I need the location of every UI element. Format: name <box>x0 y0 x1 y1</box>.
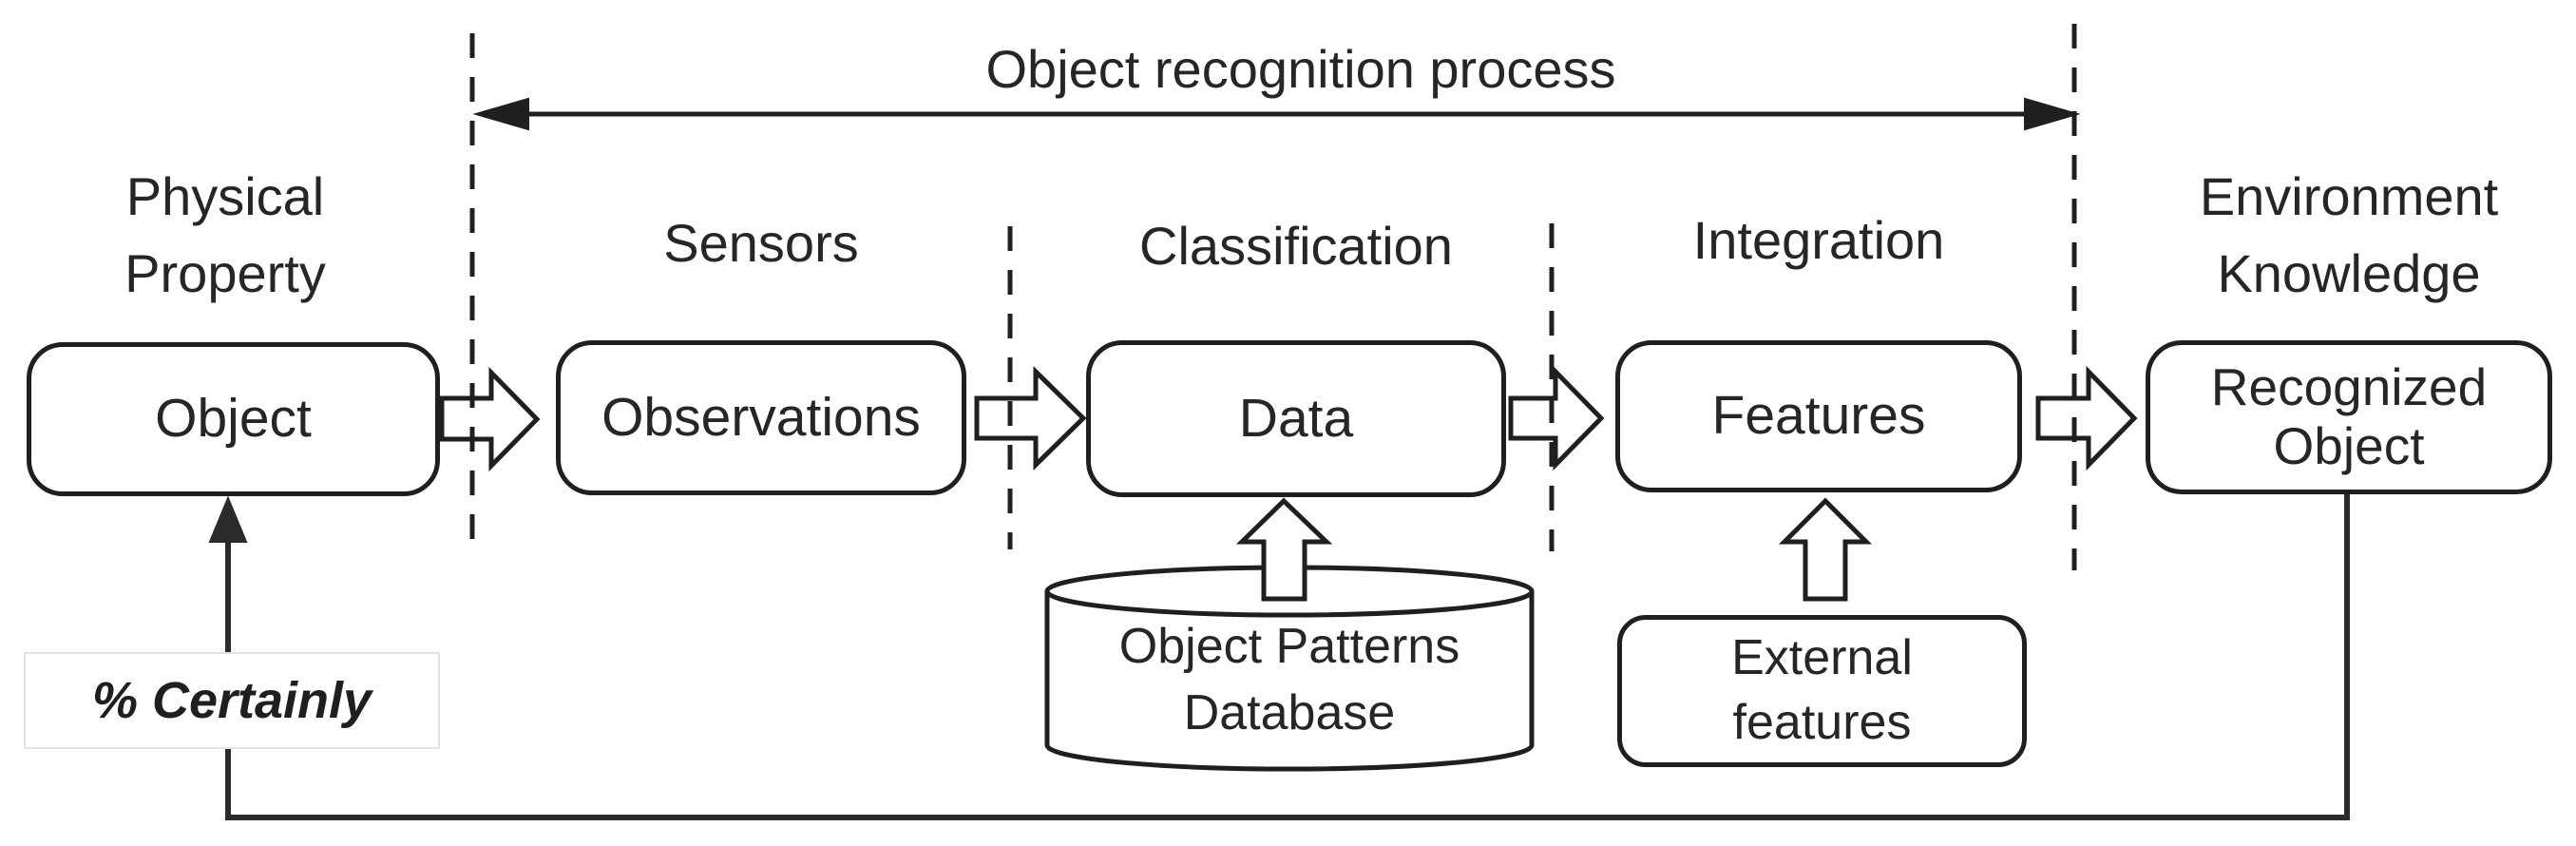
flow-arrow-observations-data-icon <box>974 366 1087 471</box>
stage-label-classification: Classification <box>1139 216 1453 276</box>
process-extent-arrow-icon <box>472 97 2081 131</box>
stage-label-sensors: Sensors <box>663 213 859 273</box>
diagram-title: Object recognition process <box>985 39 1616 99</box>
external-to-features-arrow-icon <box>1778 497 1873 602</box>
flow-arrow-object-observations-icon <box>439 366 541 472</box>
certainty-label: % Certainly <box>91 672 372 729</box>
flow-arrow-features-recognized-icon <box>2035 365 2138 471</box>
object-patterns-database-label: Object Patterns Database <box>1118 619 1460 741</box>
recognized-object-box: Recognized Object <box>2146 340 2552 494</box>
data-box: Data <box>1086 340 1506 497</box>
certainty-label-box: % Certainly <box>24 652 440 749</box>
stage-label-integration: Integration <box>1692 210 1945 270</box>
stage-label-environment-knowledge: Environment Knowledge <box>2199 166 2499 304</box>
observations-box: Observations <box>556 340 966 495</box>
object-box: Object <box>27 342 440 496</box>
database-to-data-arrow-icon <box>1235 497 1333 602</box>
flow-arrow-data-features-icon <box>1508 365 1605 471</box>
stage-label-physical-property: Physical Property <box>124 166 326 304</box>
features-box: Features <box>1615 340 2022 492</box>
external-features-box: External features <box>1617 615 2027 767</box>
